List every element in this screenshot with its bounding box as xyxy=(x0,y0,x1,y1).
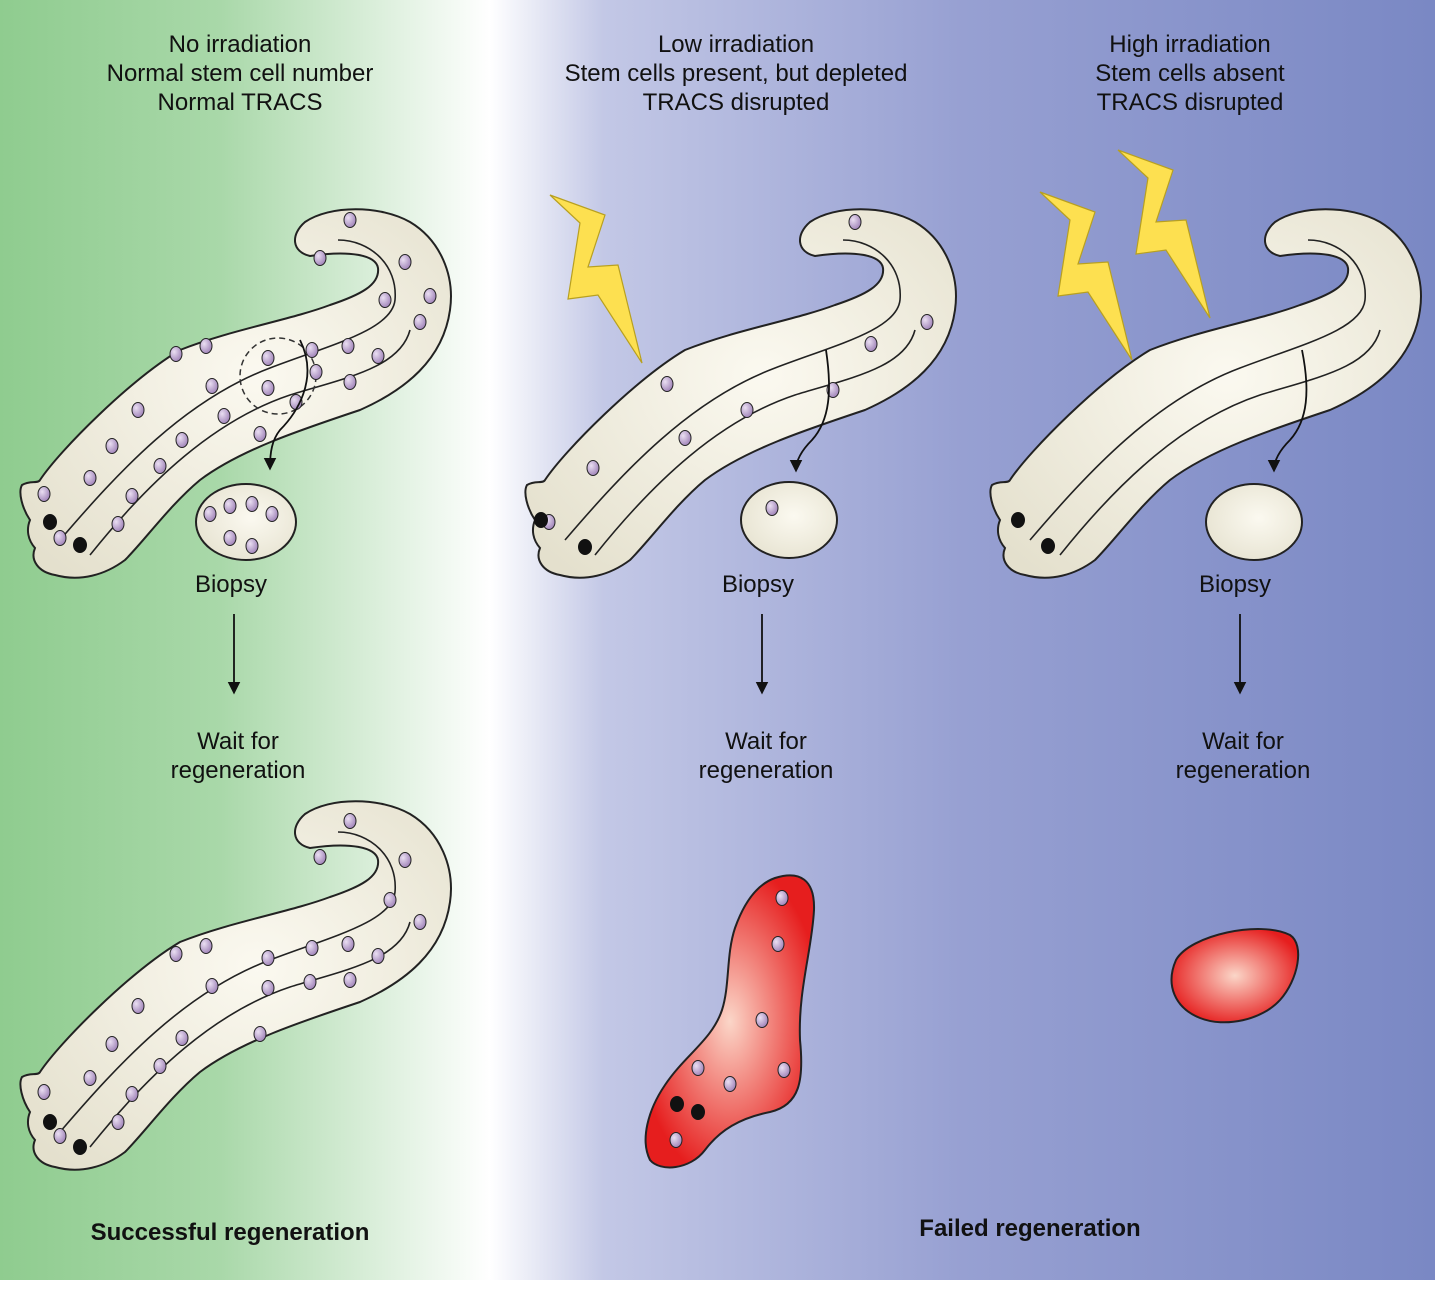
failed-tissue-low xyxy=(644,874,816,1169)
eye-icon xyxy=(73,1139,87,1155)
biopsy-piece-none xyxy=(195,483,297,561)
biopsy-label: Biopsy xyxy=(1198,571,1272,598)
arrow-down-icon xyxy=(789,349,830,473)
eye-icon xyxy=(73,537,87,553)
header-line-1: No irradiation xyxy=(168,31,312,58)
header-line-2: Stem cells absent xyxy=(1095,60,1285,87)
worm-no-irradiation xyxy=(19,208,452,579)
header-line-2: Stem cells present, but depleted xyxy=(564,60,908,87)
wait-label: Wait for regeneration xyxy=(138,727,338,785)
column-header-high-irradiation: High irradiation Stem cells absent TRACS… xyxy=(990,30,1390,117)
wait-line-1: Wait for xyxy=(197,728,279,755)
eye-icon xyxy=(43,514,57,530)
wait-label: Wait for regeneration xyxy=(666,727,866,785)
header-line-3: Normal TRACS xyxy=(157,89,323,116)
header-line-3: TRACS disrupted xyxy=(642,89,830,116)
biopsy-label: Biopsy xyxy=(194,571,268,598)
eye-icon xyxy=(670,1096,684,1112)
worm-high-irradiation xyxy=(989,208,1422,579)
wait-line-1: Wait for xyxy=(725,728,807,755)
wait-line-2: regeneration xyxy=(698,757,834,784)
eye-icon xyxy=(1011,512,1025,528)
eye-icon xyxy=(578,539,592,555)
header-line-1: High irradiation xyxy=(1109,31,1271,58)
column-header-no-irradiation: No irradiation Normal stem cell number N… xyxy=(40,30,440,117)
header-line-1: Low irradiation xyxy=(657,31,815,58)
eye-icon xyxy=(534,512,548,528)
column-header-low-irradiation: Low irradiation Stem cells present, but … xyxy=(536,30,936,117)
arrow-down-icon xyxy=(1267,349,1308,473)
wait-label: Wait for regeneration xyxy=(1143,727,1343,785)
eye-icon xyxy=(43,1114,57,1130)
header-line-2: Normal stem cell number xyxy=(106,60,374,87)
worm-low-irradiation xyxy=(524,208,957,579)
wait-line-2: regeneration xyxy=(170,757,306,784)
biopsy-label: Biopsy xyxy=(721,571,795,598)
eye-icon xyxy=(691,1104,705,1120)
worm-regenerated xyxy=(19,800,452,1171)
eye-icon xyxy=(1041,538,1055,554)
biopsy-piece-low xyxy=(740,481,838,559)
biopsy-piece-high xyxy=(1205,483,1303,561)
failed-tissue-high xyxy=(1170,928,1300,1024)
wait-line-1: Wait for xyxy=(1202,728,1284,755)
failed-panel-bg xyxy=(490,0,1435,1280)
outcome-failed-label: Failed regeneration xyxy=(919,1215,1141,1242)
header-line-3: TRACS disrupted xyxy=(1096,89,1284,116)
wait-line-2: regeneration xyxy=(1175,757,1311,784)
arrow-down-icon xyxy=(263,339,309,471)
outcome-success-label: Successful regeneration xyxy=(90,1219,370,1246)
